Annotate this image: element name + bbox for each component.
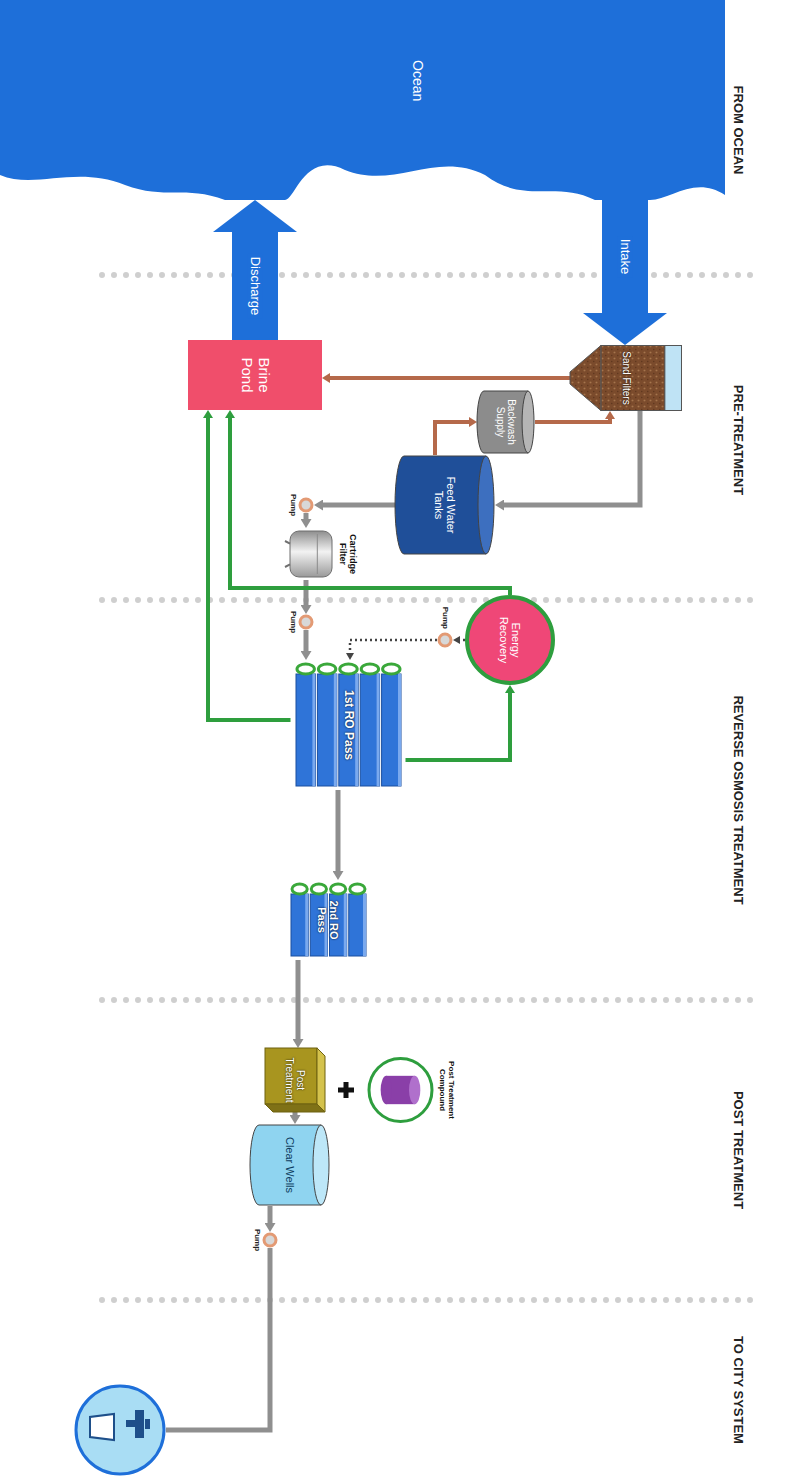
section-heading: FROM OCEAN — [731, 86, 746, 175]
node-label: Brine Pond — [238, 344, 272, 406]
flow-label: Discharge — [248, 254, 263, 319]
node-label: Backwash Supply — [495, 395, 517, 449]
pipe-connector — [460, 639, 465, 642]
city-tap-badge — [76, 1386, 164, 1474]
section-heading: REVERSE OSMOSIS TREATMENT — [731, 695, 746, 904]
pipe-connector — [330, 376, 570, 380]
energy-recovery: Energy Recovery — [465, 595, 555, 685]
node-label: Sand Filters — [620, 351, 631, 404]
flow-label: Intake — [618, 236, 633, 277]
plus-sign — [338, 1088, 354, 1093]
clear-well-tank: Clear Wells — [250, 1124, 330, 1206]
section-separator — [90, 597, 750, 603]
section-separator — [90, 272, 750, 278]
pump-symbol: Pump — [298, 497, 314, 513]
backwash-tank: Backwash Supply — [477, 390, 535, 454]
brine-pond: Brine Pond — [188, 340, 322, 410]
pump-symbol: Pump — [298, 614, 314, 630]
section-heading: POST TREATMENT — [731, 1091, 746, 1209]
node-label: 2nd RO Pass — [316, 888, 341, 952]
node-label: 1st RO Pass — [341, 690, 354, 760]
glass-icon — [90, 1414, 114, 1440]
ro-rack: 2nd RO Pass — [286, 880, 371, 960]
pipe-connector — [208, 418, 291, 720]
chemical-dosing: Post Treatment Compound — [367, 1053, 455, 1127]
pump-symbol-outline — [298, 614, 314, 630]
node-label: Post Treatment — [284, 1054, 306, 1106]
pump-label: Pump — [441, 607, 450, 629]
pipe-connector — [350, 640, 437, 653]
pipe-connector — [230, 418, 510, 595]
node-label: Clear Wells — [284, 1137, 296, 1193]
pump-label: Pump — [288, 611, 297, 633]
section-heading: PRE-TREATMENT — [731, 385, 746, 495]
feed-water-tank: Feed Water Tanks — [395, 455, 495, 555]
pump-symbol: Pump — [262, 1232, 278, 1248]
city-pipe — [166, 1248, 270, 1430]
section-heading: TO CITY SYSTEM — [731, 1336, 746, 1444]
pump-symbol-outline — [298, 497, 314, 513]
sand-filter: Sand Filters — [570, 345, 682, 411]
pipe-connector — [304, 513, 309, 519]
cartridge-filter: Cartridge Filter — [286, 528, 359, 580]
pipe-connector — [535, 419, 610, 422]
ro-rack: 1st RO Pass — [291, 660, 406, 790]
pump-symbol: Pump — [437, 632, 453, 648]
ocean-band-outline — [0, 0, 725, 200]
post-treatment-box: Post Treatment — [265, 1048, 325, 1112]
pipe-connector — [336, 790, 341, 871]
pipe-connector — [296, 960, 301, 1039]
pipe-connector — [304, 580, 309, 605]
node-label: Feed Water Tanks — [433, 463, 458, 547]
node-label: Post Treatment Compound — [437, 1053, 455, 1127]
pipe-connector — [268, 1206, 273, 1223]
faucet-icon — [126, 1410, 144, 1438]
ocean-band: Ocean — [0, 0, 725, 200]
node-label: Energy Recovery — [498, 607, 523, 673]
pump-label: Pump — [252, 1229, 261, 1251]
flow-arrow — [602, 200, 648, 313]
section-separator — [90, 1297, 750, 1303]
pump-symbol-outline — [437, 632, 453, 648]
node-label: Cartridge Filter — [338, 528, 358, 580]
section-separator — [90, 997, 750, 1003]
pump-label: Pump — [288, 494, 297, 516]
faucet-handle — [145, 1419, 150, 1429]
pipe-connector — [435, 422, 469, 455]
pipe-connector — [406, 693, 511, 760]
node-label: Ocean — [409, 60, 425, 101]
pump-symbol-outline — [262, 1232, 278, 1248]
flow-arrow — [232, 232, 278, 340]
pipe-connector — [304, 630, 309, 651]
pipe-connector — [323, 503, 395, 508]
